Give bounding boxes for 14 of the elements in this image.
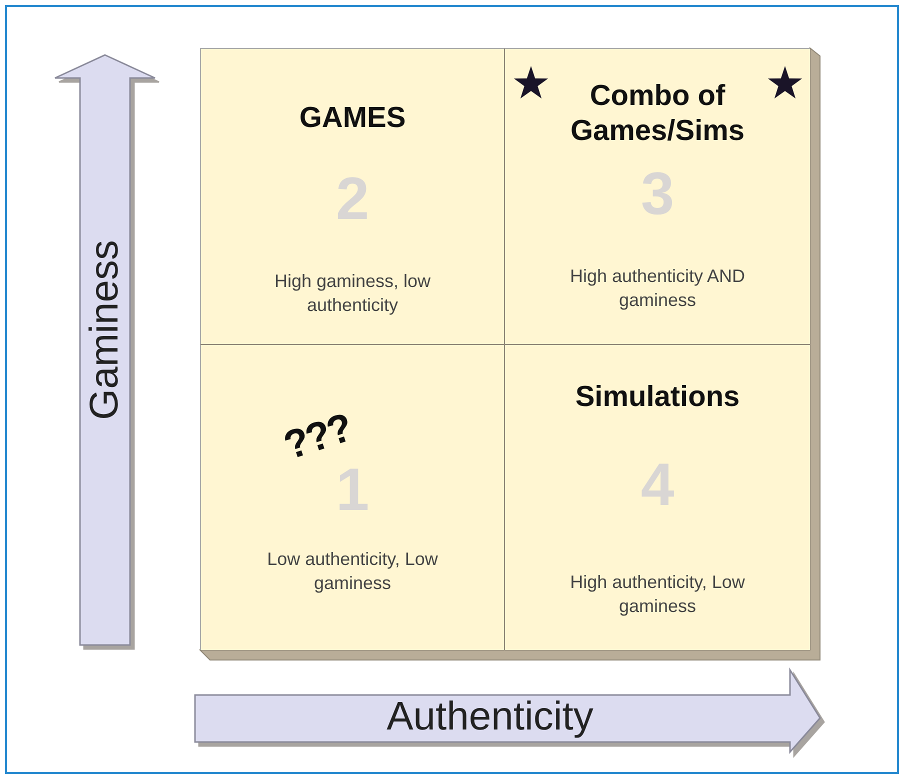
quadrant-description: High authenticity, Low gaminess	[569, 571, 746, 618]
quadrant-description: High authenticity AND gaminess	[568, 265, 746, 312]
quadrant-description: High gaminess, low authenticity	[273, 270, 432, 318]
quadrant-heading: GAMES	[299, 101, 406, 136]
quadrant-description: Low authenticity, Low gaminess	[266, 548, 439, 596]
axis-title: Gaminess	[82, 240, 128, 420]
quadrant-heading: Combo of Games/Sims	[569, 79, 746, 149]
quadrant-box	[200, 345, 505, 650]
axis-title: Authenticity	[386, 694, 594, 740]
quadrant-heading: Simulations	[575, 380, 740, 415]
question-marks: ???	[278, 406, 356, 468]
quadrant-box	[505, 345, 810, 650]
quadrant-box	[200, 48, 505, 345]
quadrant-box	[505, 48, 810, 345]
